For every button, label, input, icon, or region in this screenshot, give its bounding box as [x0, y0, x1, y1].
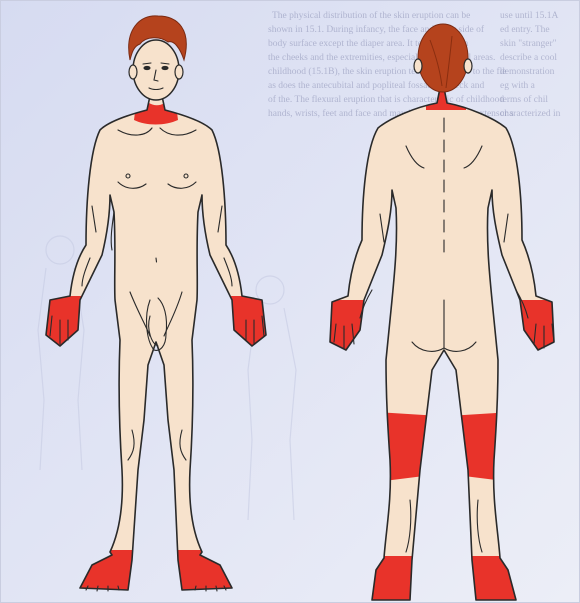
bg-text-line: ed entry. The — [500, 25, 550, 35]
bg-text-line: eg with a — [500, 81, 536, 91]
bg-text-line: characterized in — [500, 109, 561, 119]
bg-text-line: terms of chil — [500, 94, 548, 105]
front-ear-left — [129, 65, 137, 79]
bg-text-line: skin "stranger" — [500, 39, 557, 49]
back-ear-right — [464, 59, 472, 73]
bg-text-line: of the. The flexural eruption that is ch… — [268, 94, 504, 105]
front-ear-right — [175, 65, 183, 79]
bg-text-line: use until 15.1A — [500, 11, 558, 21]
bg-text-line: The physical distribution of the skin er… — [272, 10, 470, 21]
bg-text-line: demonstration — [500, 67, 555, 77]
back-ear-left — [414, 59, 422, 73]
bg-text-line: describe a cool — [500, 53, 557, 63]
back-head — [418, 24, 468, 92]
